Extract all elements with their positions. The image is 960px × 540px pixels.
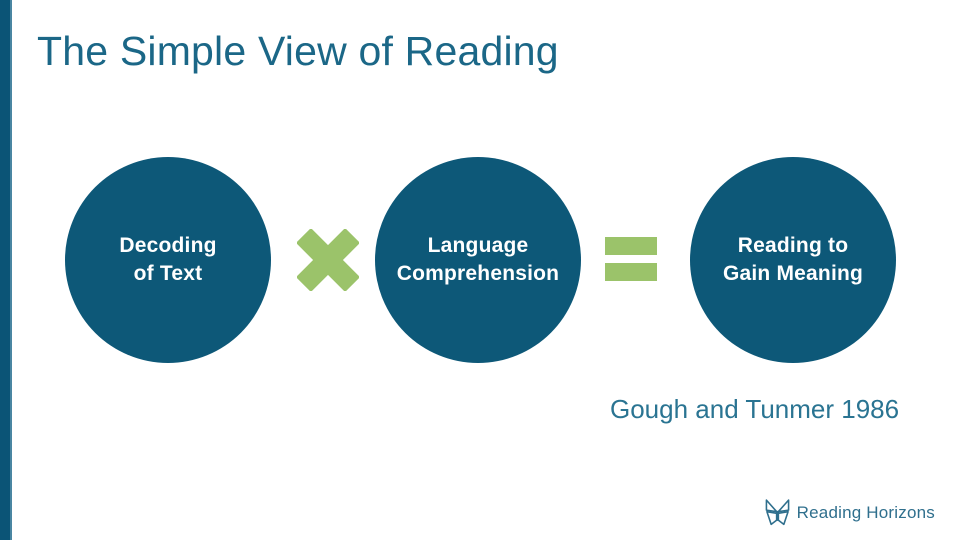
circle-reading-to-gain-meaning: Reading to Gain Meaning	[690, 157, 896, 363]
butterfly-logo-icon	[764, 498, 791, 527]
reading-horizons-logo: Reading Horizons	[764, 498, 935, 527]
circle-decoding-of-text: Decoding of Text	[65, 157, 271, 363]
circle-label-line: Comprehension	[396, 262, 560, 285]
circle-label-line: Reading to	[737, 234, 849, 257]
logo-text: Reading Horizons	[796, 502, 935, 522]
attribution-text: Gough and Tunmer 1986	[610, 394, 900, 424]
circle-label-line: Gain Meaning	[722, 262, 864, 285]
equals-icon	[605, 237, 657, 281]
circle-label-line: of Text	[133, 262, 203, 285]
circle-label-line: Language	[427, 234, 529, 257]
multiply-icon	[295, 227, 361, 293]
equals-top-bar	[605, 237, 657, 255]
page-title: The Simple View of Reading	[37, 28, 559, 74]
equals-bottom-bar	[605, 263, 657, 281]
circle-label-line: Decoding	[119, 234, 217, 257]
left-accent-bar	[0, 0, 12, 540]
circle-language-comprehension: Language Comprehension	[375, 157, 581, 363]
